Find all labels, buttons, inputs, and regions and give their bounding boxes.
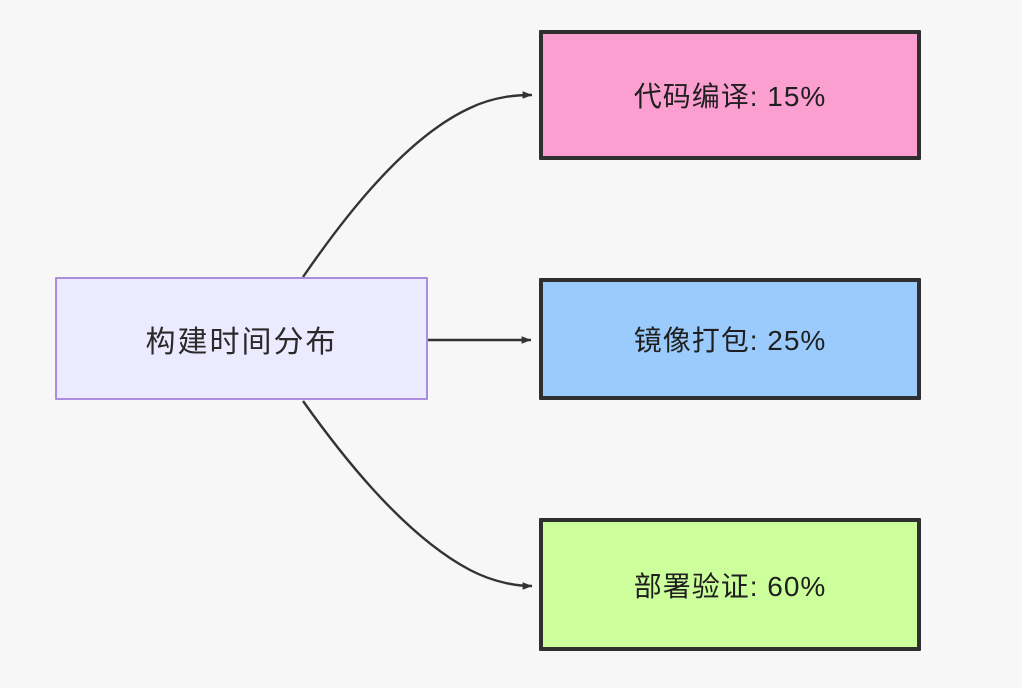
node-code-compile-label: 代码编译: 15% xyxy=(633,81,827,112)
node-deploy-verify[interactable]: 部署验证: 60% xyxy=(539,518,921,651)
node-root-label: 构建时间分布 xyxy=(145,325,338,359)
edge-root-to-compile xyxy=(302,91,533,278)
node-build-time-distribution[interactable]: 构建时间分布 xyxy=(55,277,428,400)
node-deploy-verify-label: 部署验证: 60% xyxy=(633,570,827,602)
node-code-compile[interactable]: 代码编译: 15% xyxy=(539,30,921,160)
node-image-package-label: 镜像打包: 25% xyxy=(633,325,827,356)
edge-root-to-deploy xyxy=(302,400,533,590)
node-image-package[interactable]: 镜像打包: 25% xyxy=(539,278,921,400)
